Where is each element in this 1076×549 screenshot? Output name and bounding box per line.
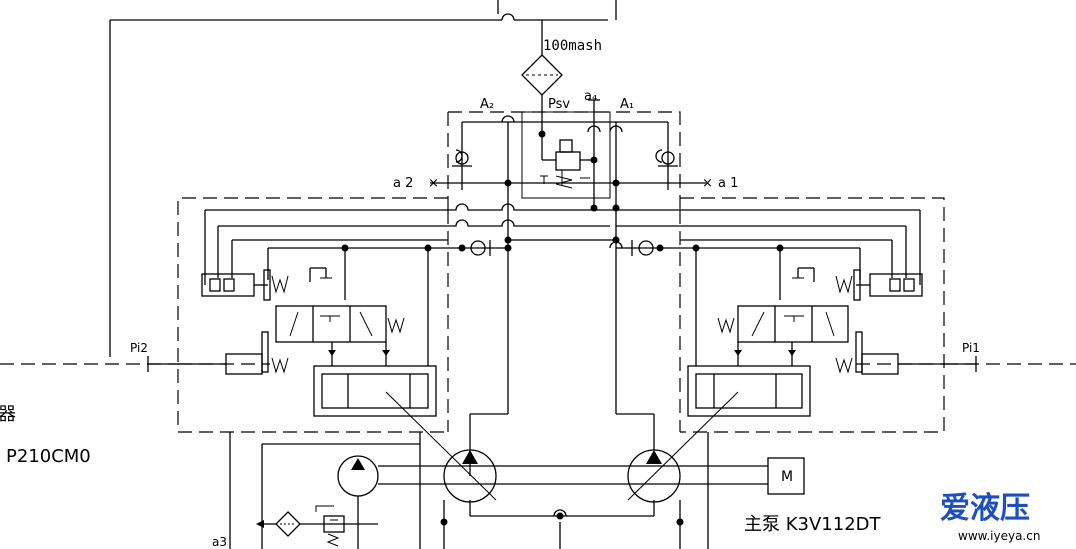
left-edge-text-1: 器 bbox=[0, 404, 16, 425]
label-a4: a₄ bbox=[584, 89, 597, 104]
watermark: 爱液压 www.iyeya.cn bbox=[940, 491, 1040, 543]
suction-filter: 100mash bbox=[521, 20, 602, 140]
label-a2-upper: A₂ bbox=[480, 97, 494, 112]
label-a1-upper: A₁ bbox=[620, 97, 634, 112]
main-pump-left bbox=[443, 449, 497, 503]
motor-label: M bbox=[781, 469, 793, 485]
filter-label: 100mash bbox=[543, 38, 602, 54]
top-pipes bbox=[109, 0, 617, 357]
label-a3: a3 bbox=[212, 535, 227, 549]
main-pump-right bbox=[627, 449, 681, 503]
svg-text:×: × bbox=[702, 176, 713, 191]
electric-motor: M bbox=[767, 457, 805, 495]
pilot-filter-relief: a3 bbox=[212, 505, 378, 549]
dashed-enclosures bbox=[0, 197, 1076, 433]
regulator-block: A₂ Psv a₄ A₁ bbox=[447, 89, 681, 250]
left-regulator: Pi2 bbox=[130, 267, 437, 417]
watermark-logo: 爱液压 bbox=[940, 491, 1030, 526]
pilot-lines-left bbox=[204, 203, 616, 366]
label-pi2: Pi2 bbox=[130, 341, 148, 355]
label-port-a1: a 1 bbox=[718, 176, 738, 191]
gauge-ports: × × a 2 a 1 bbox=[393, 176, 738, 191]
label-psv: Psv bbox=[548, 97, 570, 112]
pump-piping bbox=[229, 250, 768, 549]
centre-shuttle-valves bbox=[462, 130, 660, 256]
left-edge-text-2: P210CM0 bbox=[6, 446, 91, 467]
label-port-a2: a 2 bbox=[393, 176, 413, 191]
right-regulator: Pi1 bbox=[687, 267, 980, 417]
pilot-pump bbox=[337, 455, 379, 549]
pump-model-label: 主泵 K3V112DT bbox=[744, 514, 882, 535]
svg-text:×: × bbox=[428, 176, 439, 191]
label-pi1: Pi1 bbox=[962, 341, 980, 355]
watermark-url: www.iyeya.cn bbox=[958, 529, 1040, 543]
top-check-valves bbox=[452, 151, 678, 167]
pilot-lines-right bbox=[616, 209, 921, 366]
